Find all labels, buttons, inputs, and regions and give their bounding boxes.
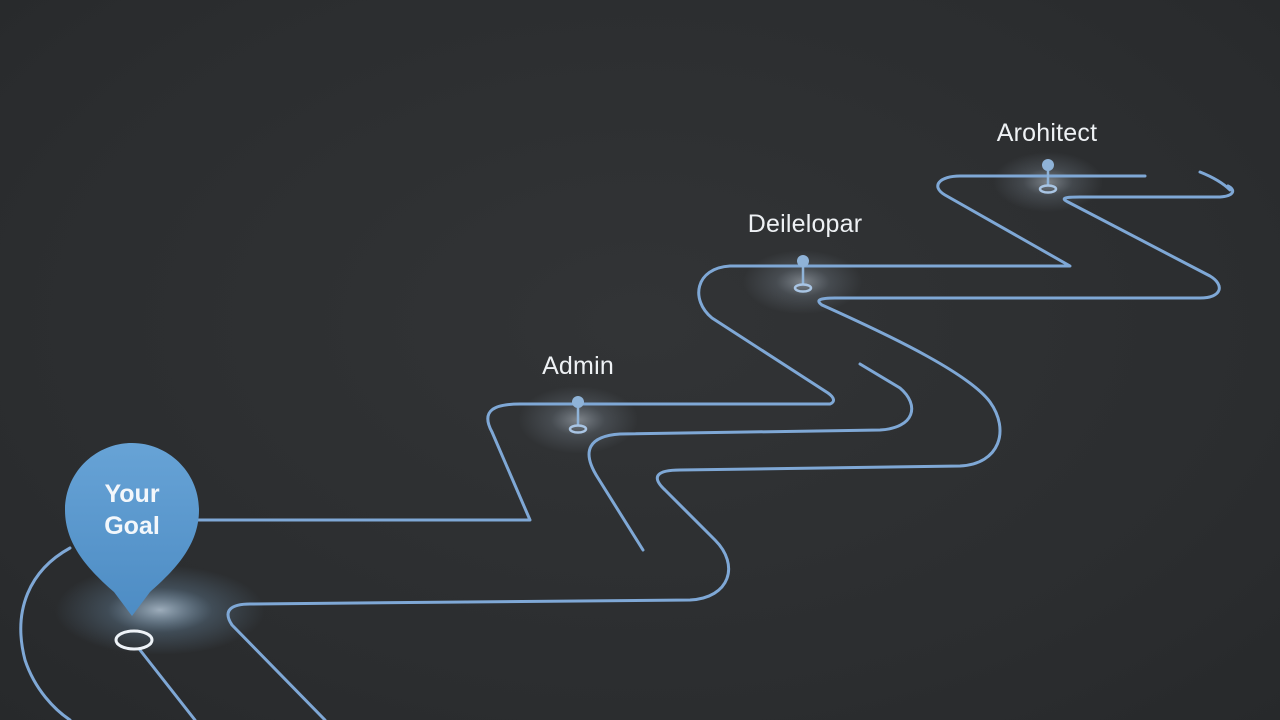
road-edge-lower xyxy=(138,648,197,720)
milestone-label-admin: Admin xyxy=(542,352,614,380)
road-edge-upper xyxy=(19,546,72,720)
road-edge-lower-main xyxy=(226,184,1235,720)
road-edge-upper-main xyxy=(193,174,1147,522)
milestone-marker-icon xyxy=(1038,159,1058,194)
milestone-label-developer: Deilelopar xyxy=(747,210,863,238)
goal-label: Your Goal xyxy=(62,478,202,542)
map-pin-icon xyxy=(65,443,199,651)
milestone-marker-icon xyxy=(793,255,813,293)
goal-label-line1: Your xyxy=(104,480,160,508)
milestone-label-architect: Arohitect xyxy=(996,119,1098,147)
road-edge-upper-tail xyxy=(1198,170,1232,192)
road-edge-middle xyxy=(587,362,914,552)
goal-glow xyxy=(55,565,265,655)
goal-label-line2: Goal xyxy=(104,512,160,540)
milestone-marker-icon xyxy=(568,396,588,434)
